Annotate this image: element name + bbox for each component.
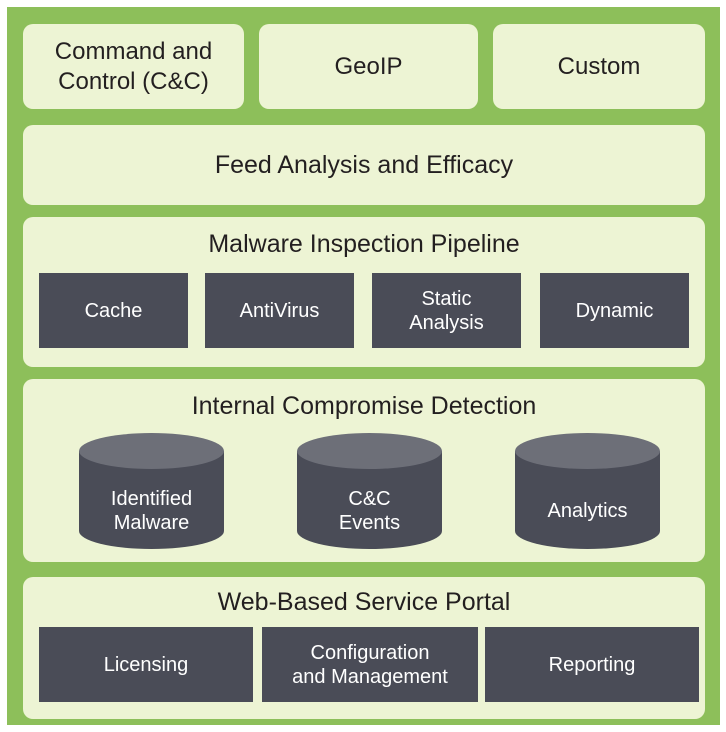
- analytics-label: Analytics: [547, 500, 628, 522]
- diagram-frame: Command and Control (C&C) GeoIP Custom F…: [7, 7, 720, 725]
- feed-analysis-panel: Feed Analysis and Efficacy: [23, 125, 705, 205]
- pipeline-stage-static-analysis: Static Analysis: [372, 273, 521, 348]
- portal-module-configuration: Configuration and Management: [262, 627, 478, 702]
- pipeline-stage-antivirus: AntiVirus: [205, 273, 354, 348]
- cnc-events-cylinder: C&C Events: [297, 433, 442, 549]
- detection-title: Internal Compromise Detection: [191, 392, 537, 420]
- cylinder-shape: [515, 433, 660, 549]
- pipeline-stage-cache: Cache: [39, 273, 188, 348]
- pipeline-stage-dynamic: Dynamic: [540, 273, 689, 348]
- portal-title: Web-Based Service Portal: [217, 588, 511, 616]
- detection-panel: Internal Compromise Detection Identified…: [23, 379, 705, 562]
- cylinder-shape: [79, 433, 224, 549]
- portal-module-reporting: Reporting: [485, 627, 699, 702]
- pipeline-title: Malware Inspection Pipeline: [208, 230, 520, 258]
- cnc-events-label: C&C Events: [338, 488, 401, 534]
- analytics-cylinder: Analytics: [515, 433, 660, 549]
- feed-geoip-box: GeoIP: [259, 24, 478, 109]
- feed-cnc-box: Command and Control (C&C): [23, 24, 244, 109]
- portal-module-licensing: Licensing: [39, 627, 253, 702]
- pipeline-panel: Malware Inspection Pipeline Cache AntiVi…: [23, 217, 705, 367]
- feed-custom-box: Custom: [493, 24, 705, 109]
- portal-panel: Web-Based Service Portal Licensing Confi…: [23, 577, 705, 719]
- identified-malware-cylinder: Identified Malware: [79, 433, 224, 549]
- cylinder-shape: [297, 433, 442, 549]
- identified-malware-label: Identified Malware: [110, 488, 193, 534]
